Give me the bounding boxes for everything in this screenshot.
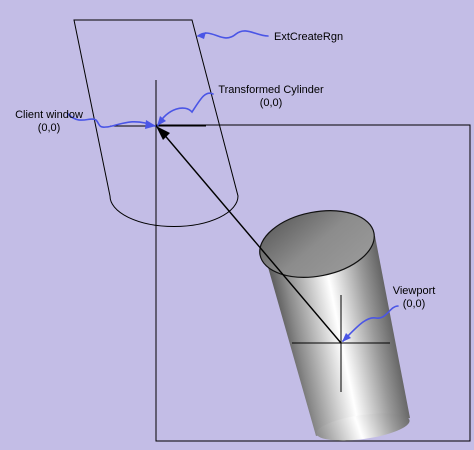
label-viewport: Viewport (0,0) [388, 285, 440, 311]
label-transformed-cylinder-coords: (0,0) [259, 97, 283, 109]
client-window-rect [155, 124, 471, 442]
label-client-window-name: Client window [15, 109, 83, 121]
callout-arrowhead-icon [342, 333, 351, 342]
callout-arrowhead-icon [157, 116, 166, 126]
label-client-window: Client window (0,0) [12, 109, 86, 135]
callout-transformed-cylinder [157, 92, 214, 126]
label-ext-create-rgn: ExtCreateRgn [274, 31, 344, 43]
callout-client-window [67, 113, 156, 128]
callout-arrowhead-icon [145, 120, 156, 129]
callout-ext-create-rgn [197, 30, 269, 39]
callout-viewport [342, 305, 399, 342]
viewport-to-client-arrow [161, 131, 342, 344]
label-transformed-cylinder-name: Transformed Cylinder [218, 84, 324, 96]
transformed-cylinder-outline [73, 19, 239, 227]
callout-arrowhead-icon [197, 32, 206, 39]
label-client-window-coords: (0,0) [37, 122, 61, 134]
shaded-cylinder [259, 210, 410, 441]
label-viewport-name: Viewport [392, 285, 436, 297]
label-transformed-cylinder: Transformed Cylinder (0,0) [214, 84, 328, 110]
arrowhead-icon [156, 126, 170, 140]
label-viewport-coords: (0,0) [402, 298, 426, 310]
